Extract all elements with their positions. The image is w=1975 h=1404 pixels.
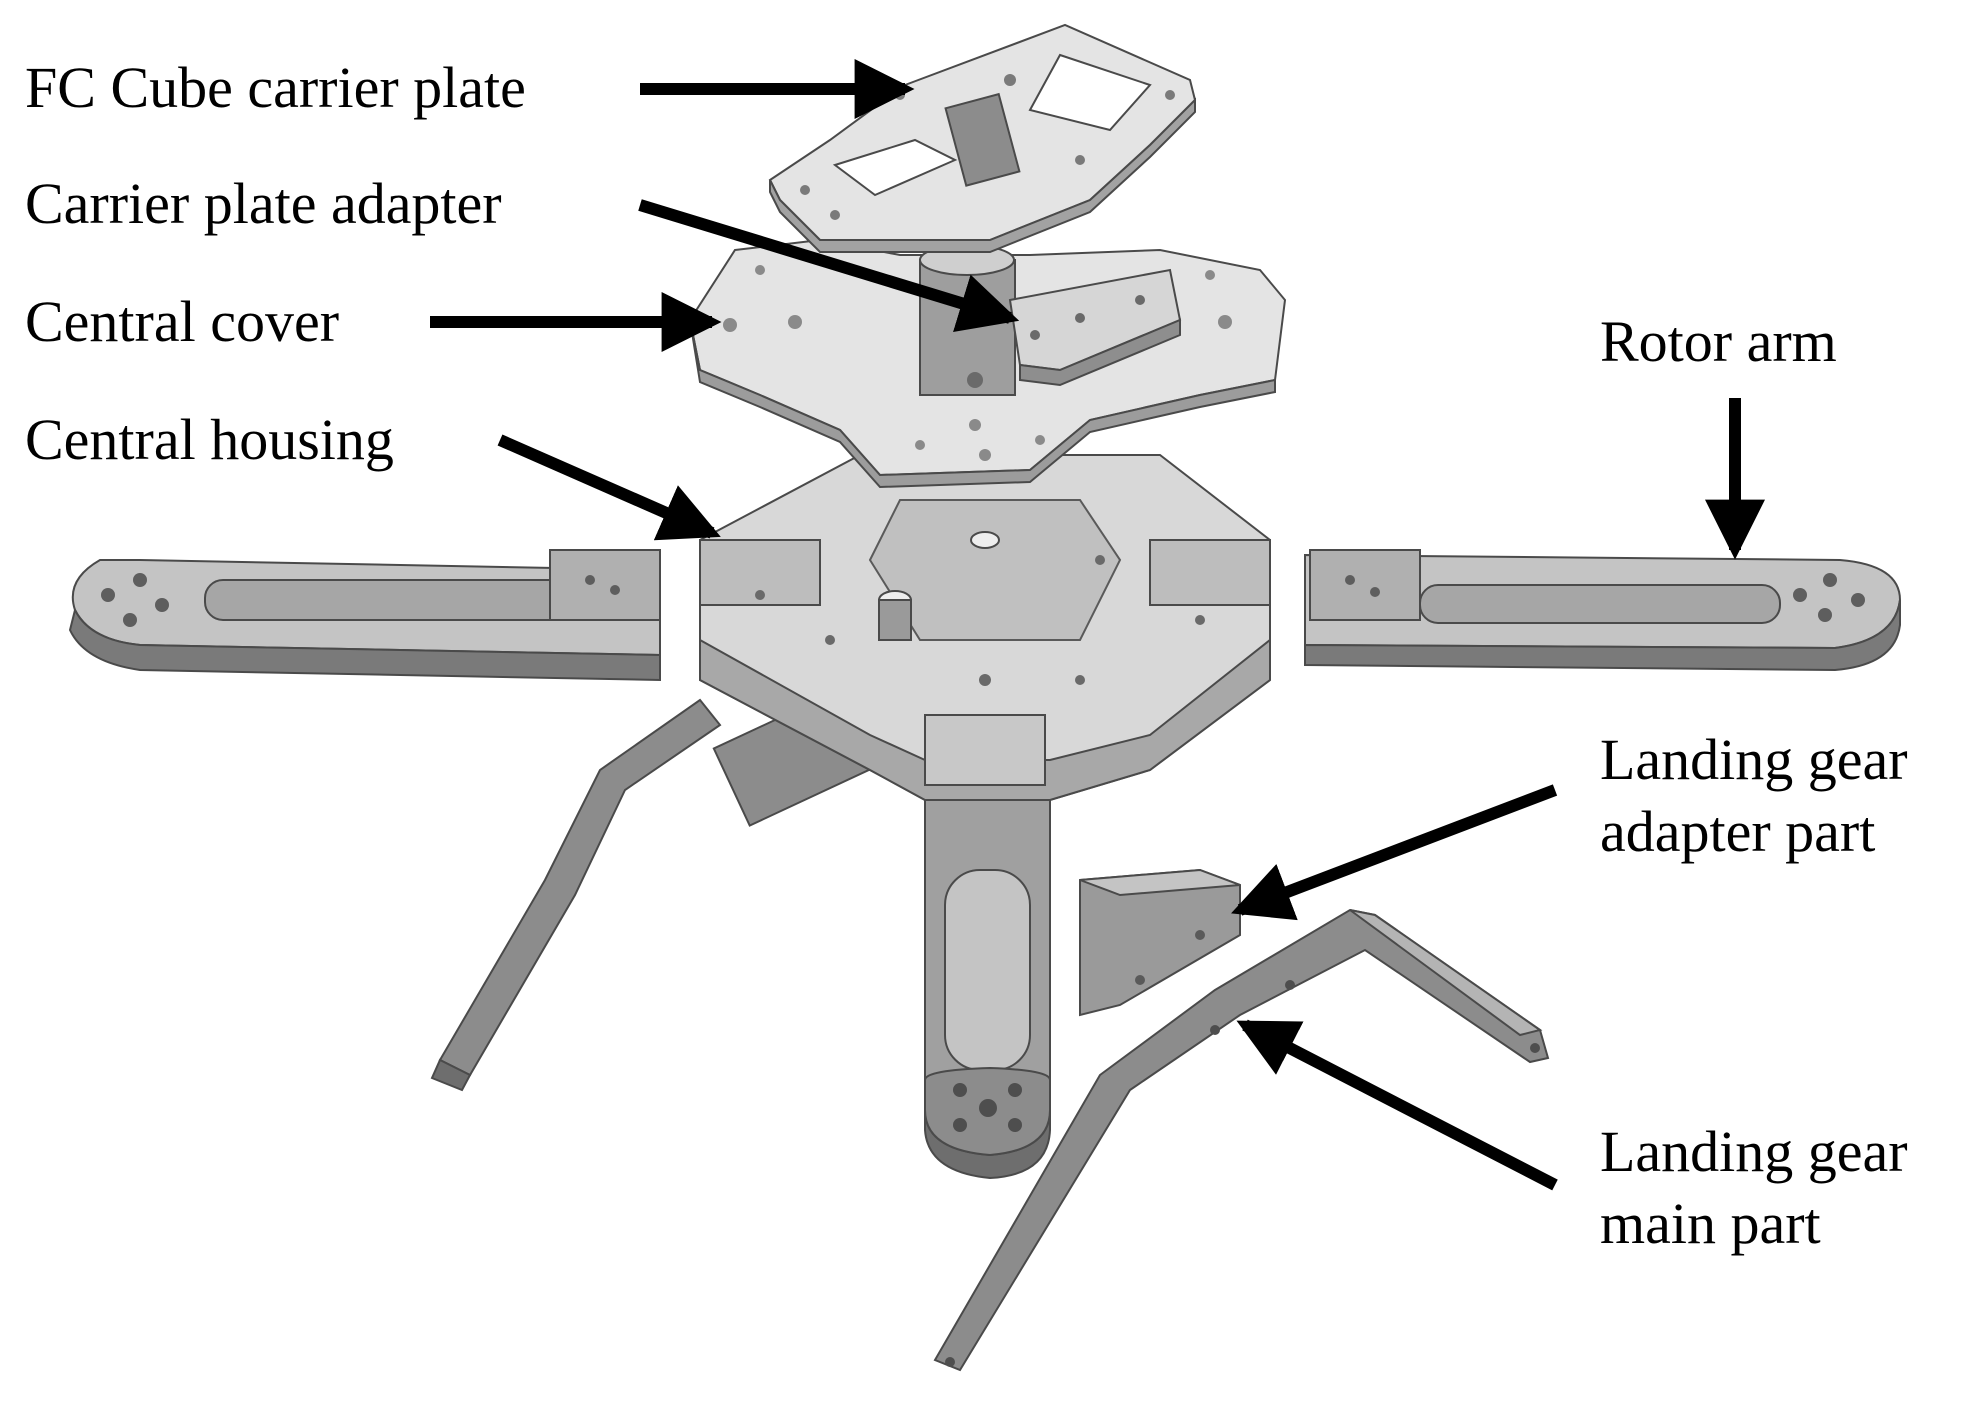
landing-gear-main-holes bbox=[945, 980, 1540, 1367]
rotor-arm-right-holes bbox=[1345, 573, 1865, 622]
arrow-landing-gear-main-part bbox=[1236, 1019, 1558, 1191]
central-housing-holes bbox=[755, 555, 1205, 686]
label-landing-gear-main-part: Landing gear main part bbox=[1600, 1116, 1908, 1260]
label-landing-gear-adapter-line-2: adapter part bbox=[1600, 799, 1876, 864]
callout-arrows bbox=[430, 59, 1765, 1191]
central-housing bbox=[699, 454, 1271, 801]
label-central-housing: Central housing bbox=[25, 407, 394, 472]
label-central-cover: Central cover bbox=[25, 289, 340, 354]
label-landing-gear-main-line-2: main part bbox=[1600, 1191, 1821, 1256]
label-carrier-plate-adapter: Carrier plate adapter bbox=[25, 171, 502, 236]
label-landing-gear-adapter-part: Landing gear adapter part bbox=[1600, 724, 1908, 868]
rotor-arm-left bbox=[68, 549, 661, 682]
rotor-arm-front bbox=[924, 799, 1051, 1180]
landing-gear-adapter-part bbox=[1079, 868, 1241, 1017]
landing-gear-left bbox=[430, 688, 878, 1092]
rotor-arm-right bbox=[1304, 549, 1902, 672]
central-cover-holes bbox=[723, 265, 1232, 461]
label-landing-gear-main-line-1: Landing gear bbox=[1600, 1119, 1908, 1184]
fc-cube-carrier-plate bbox=[768, 23, 1197, 253]
arrow-carrier-plate-adapter bbox=[638, 199, 1020, 332]
fc-plate-cutout-front bbox=[832, 138, 958, 197]
fc-plate-cutout-rear bbox=[1028, 53, 1152, 132]
label-fc-cube-carrier-plate: FC Cube carrier plate bbox=[25, 55, 526, 120]
landing-gear-main-part bbox=[933, 908, 1550, 1372]
landing-gear-adapter-holes bbox=[1135, 930, 1205, 985]
arrow-landing-gear-adapter-part bbox=[1231, 784, 1558, 921]
label-rotor-arm: Rotor arm bbox=[1600, 309, 1837, 374]
arrow-central-housing bbox=[497, 434, 721, 541]
label-landing-gear-adapter-line-1: Landing gear bbox=[1600, 727, 1908, 792]
carrier-plate-adapter-holes bbox=[967, 295, 1145, 388]
rotor-arm-left-holes bbox=[101, 573, 620, 627]
rotor-arm-front-holes bbox=[953, 1083, 1022, 1132]
